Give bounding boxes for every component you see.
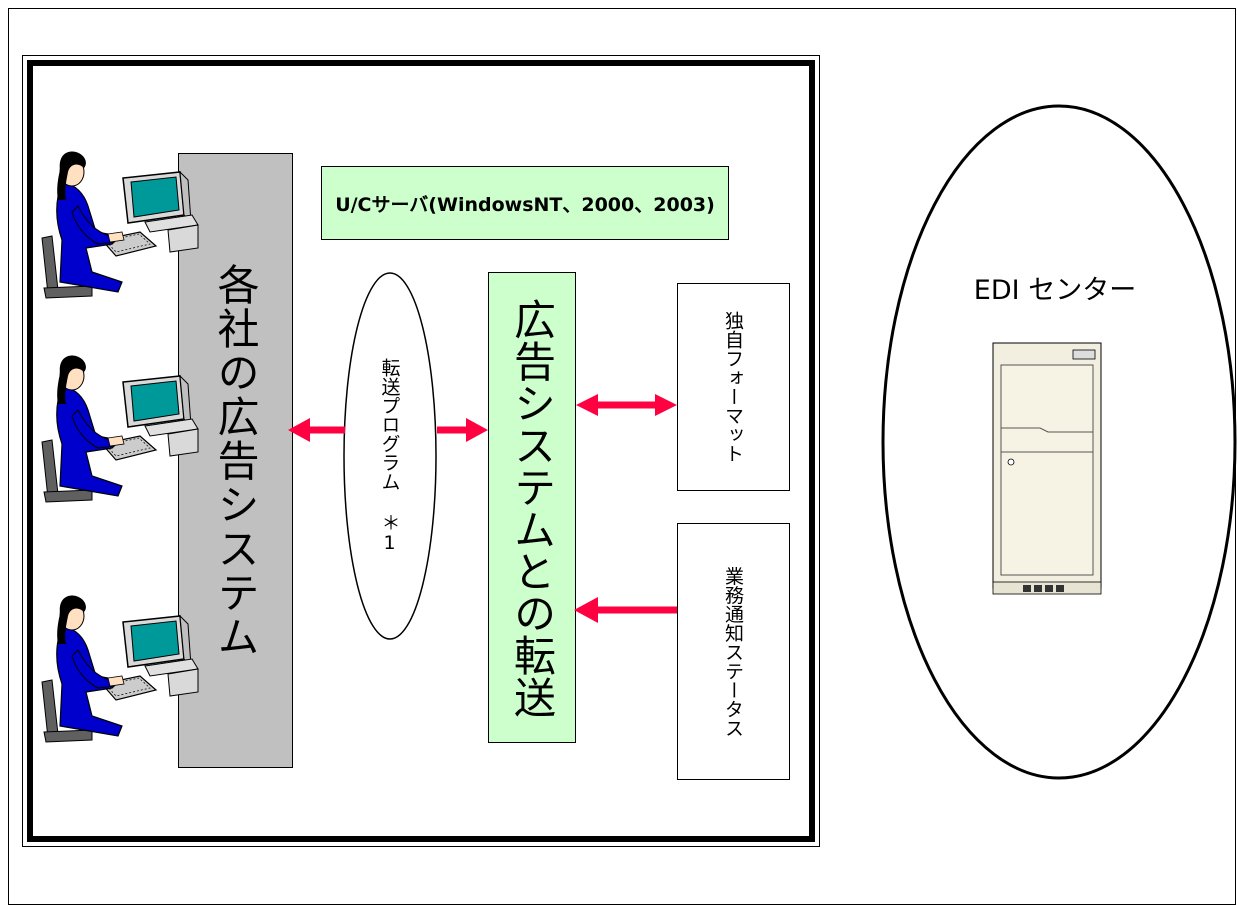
business-status-box: 業務通知ステータス: [677, 523, 790, 780]
company-frame-outline: [22, 55, 820, 847]
ad-system-transfer-label: 広告システムとの転送: [507, 297, 557, 718]
transfer-program-label: 転送プログラム ＊1: [378, 358, 401, 554]
proprietary-format-label: 独自フォーマット: [722, 311, 744, 463]
transfer-program-area: 転送プログラム ＊1: [344, 273, 436, 639]
edi-center-label: EDI センター: [973, 275, 1137, 306]
uc-server-label-box: U/Cサーバ(WindowsNT、2000、2003): [321, 166, 729, 240]
company-ad-system-column: 各社の広告システム: [178, 153, 293, 768]
proprietary-format-box: 独自フォーマット: [677, 283, 790, 491]
business-status-label: 業務通知ステータス: [722, 566, 744, 737]
company-ad-system-label: 各社の広告システム: [211, 262, 260, 659]
ad-system-transfer-column: 広告システムとの転送: [488, 272, 576, 743]
